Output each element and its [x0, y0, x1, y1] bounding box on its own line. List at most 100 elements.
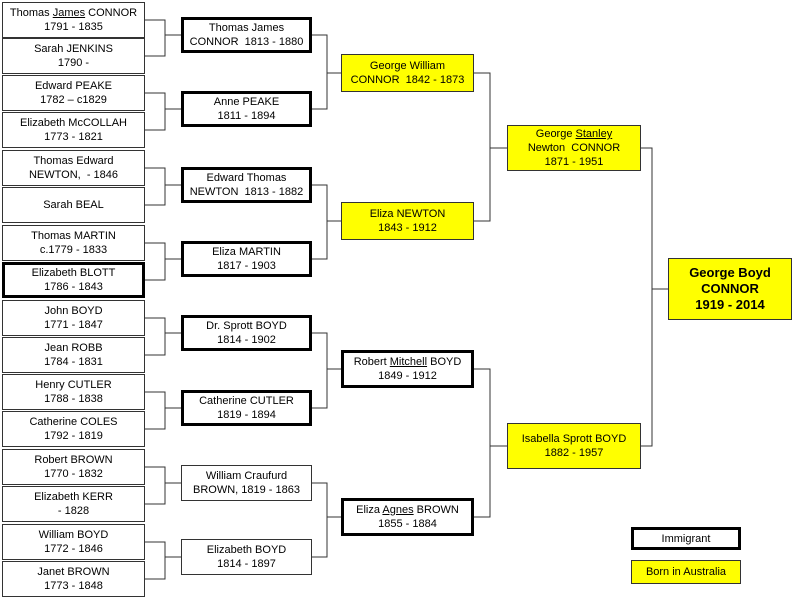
person-dates: 1782 – c1829: [40, 94, 107, 106]
person-name: Elizabeth BLOTT: [32, 266, 116, 280]
name-part: Thomas: [9, 7, 53, 19]
person-dates: 1814 - 1902: [217, 334, 276, 346]
legend-immigrant-label: Immigrant: [661, 532, 711, 545]
person-name: Thomas MARTIN: [31, 229, 116, 243]
name-part: George: [535, 128, 576, 140]
name-part: Eliza NEWTON: [369, 208, 446, 220]
gen4-person-box: Jean ROBB 1784 - 1831: [2, 337, 145, 373]
name-part: Robert: [353, 356, 390, 368]
person-name: Elizabeth KERR: [34, 490, 113, 504]
gen4-person-box: William BOYD 1772 - 1846: [2, 524, 145, 560]
connector-gen3-gen2: [312, 482, 341, 558]
person-name: George Stanley: [536, 127, 612, 141]
person-name: George William: [370, 59, 445, 73]
person-dates: 1855 - 1884: [378, 518, 437, 530]
person-dates: 1788 - 1838: [44, 393, 103, 405]
name-part: Janet BROWN: [37, 566, 110, 578]
person-name: Eliza MARTIN: [212, 245, 281, 259]
connector-gen1-root: [641, 147, 668, 447]
person-dates: 1772 - 1846: [44, 543, 103, 555]
person-dates: 1773 - 1821: [44, 131, 103, 143]
name-underlined: Stanley: [575, 128, 613, 140]
name-part: Sarah BEAL: [43, 199, 104, 211]
person-name: Sarah JENKINS: [34, 42, 113, 56]
name-part: Elizabeth BOYD: [206, 544, 287, 556]
legend-born-in-australia: Born in Australia: [631, 560, 741, 584]
connector-gen4-gen3: [145, 541, 181, 580]
connector-gen4-gen3: [145, 317, 181, 356]
person-dates: CONNOR 1842 - 1873: [350, 74, 465, 86]
connector-gen4-gen3: [145, 242, 181, 281]
person-name: Eliza NEWTON: [370, 207, 446, 221]
name-part: Eliza MARTIN: [212, 246, 281, 258]
root-dates: 1919 - 2014: [695, 297, 765, 312]
person-dates: 1773 - 1848: [44, 580, 103, 592]
connector-gen3-gen2: [312, 184, 341, 260]
gen4-person-box: Robert BROWN 1770 - 1832: [2, 449, 145, 485]
name-part: Thomas Edward: [33, 155, 114, 167]
name-part: Edward PEAKE: [34, 80, 113, 92]
legend-immigrant: Immigrant: [631, 527, 741, 550]
person-name: Sarah BEAL: [43, 198, 104, 212]
person-name: Robert Mitchell BOYD: [354, 355, 462, 369]
person-dates: 1790 -: [57, 57, 90, 69]
person-name: Isabella Sprott BOYD: [522, 432, 627, 446]
name-part: Elizabeth BLOTT: [31, 267, 116, 279]
legend-australia-label: Born in Australia: [645, 566, 727, 578]
person-name: Robert BROWN: [34, 453, 112, 467]
name-part: Edward Thomas: [206, 172, 287, 184]
root-name-last: CONNOR: [701, 281, 759, 296]
person-name: Thomas Edward: [33, 154, 113, 168]
gen3-person-box: Eliza MARTIN 1817 - 1903: [181, 241, 312, 277]
gen4-person-box: Elizabeth BLOTT 1786 - 1843: [2, 262, 145, 298]
name-part: CONNOR: [85, 7, 138, 19]
person-name: Anne PEAKE: [214, 95, 279, 109]
person-dates: BROWN, 1819 - 1863: [193, 484, 300, 496]
connector-gen4-gen3: [145, 466, 181, 505]
person-dates: 1786 - 1843: [44, 281, 103, 293]
person-dates: 1849 - 1912: [378, 370, 437, 382]
gen4-person-box: Edward PEAKE 1782 – c1829: [2, 75, 145, 111]
name-underlined: James: [52, 7, 86, 19]
connector-gen3-gen2: [312, 34, 341, 110]
person-name: William BOYD: [39, 528, 109, 542]
name-part: Elizabeth KERR: [34, 491, 113, 503]
person-name: John BOYD: [44, 304, 102, 318]
name-part: Robert BROWN: [34, 454, 113, 466]
person-dates: NEWTON 1813 - 1882: [189, 186, 304, 198]
person-name: Thomas James CONNOR: [10, 6, 137, 20]
person-dates: c.1779 - 1833: [39, 244, 108, 256]
name-part: Thomas MARTIN: [31, 230, 116, 242]
name-part: Thomas James: [208, 22, 285, 34]
person-dates: 1817 - 1903: [217, 260, 276, 272]
connector-gen4-gen3: [145, 92, 181, 131]
person-dates: 1871 - 1951: [544, 156, 604, 168]
person-dates: 1770 - 1832: [44, 468, 103, 480]
root-name-first: George Boyd: [689, 265, 771, 280]
name-part: William BOYD: [38, 529, 109, 541]
name-part: Eliza: [356, 504, 383, 516]
person-dates: 1819 - 1894: [217, 409, 276, 421]
person-name: Elizabeth BOYD: [207, 543, 286, 557]
name-part: Jean ROBB: [44, 342, 103, 354]
person-dates: 1784 - 1831: [44, 356, 103, 368]
name-part: John BOYD: [44, 305, 103, 317]
gen4-person-box: Janet BROWN 1773 - 1848: [2, 561, 145, 597]
person-name: Catherine COLES: [29, 415, 117, 429]
